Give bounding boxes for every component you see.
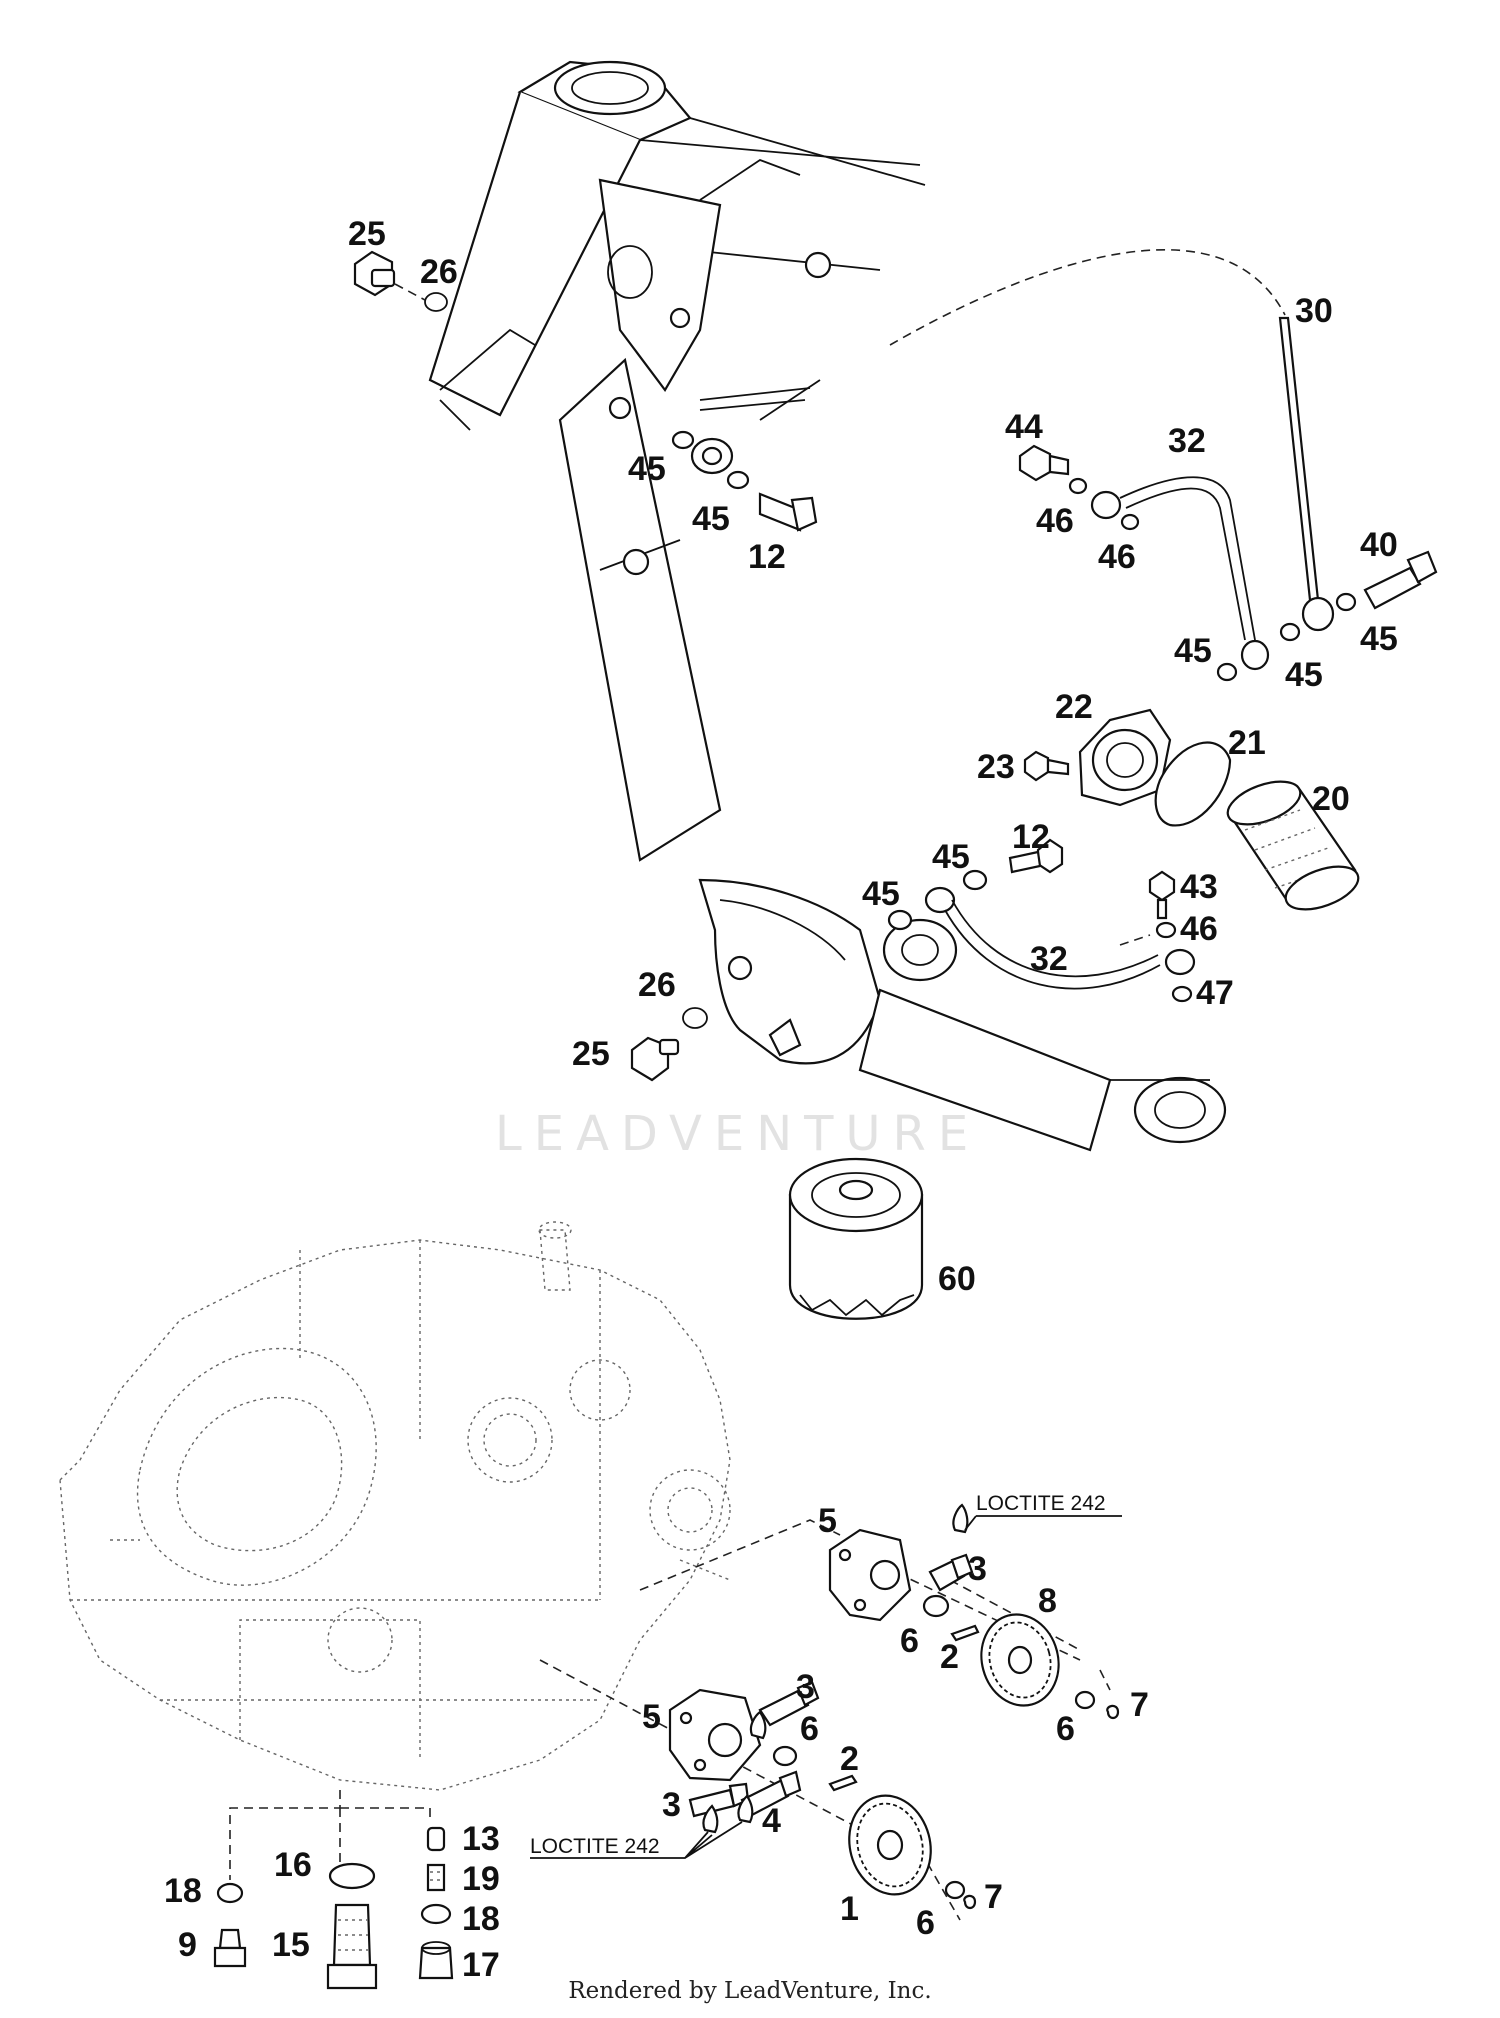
callout-43: 43 [1180,868,1218,906]
callout-46-lower: 46 [1180,910,1218,948]
callout-18-left: 18 [164,1872,202,1910]
callout-22: 22 [1055,688,1093,726]
callout-17: 17 [462,1946,500,1984]
callout-26-top: 26 [420,253,458,291]
callout-2-upper: 2 [940,1638,959,1676]
callout-46-upper-a: 46 [1036,502,1074,540]
callout-16: 16 [274,1846,312,1884]
upper-gear [980,1613,1060,1707]
callout-13: 13 [462,1820,500,1858]
watermark: LEADVENTURE [495,1106,980,1162]
callout-5-lower: 5 [642,1698,661,1736]
callout-numbers: 25 26 45 45 12 30 44 32 46 46 40 45 45 4… [164,215,1398,1984]
callout-25-lower: 25 [572,1035,610,1073]
callout-1: 1 [840,1890,859,1928]
callout-30: 30 [1295,292,1333,330]
lower-gear [848,1794,932,1896]
oil-filter-group [630,708,1360,1320]
callout-44: 44 [1005,408,1043,446]
callout-45-lower-b: 45 [862,875,900,913]
callout-21: 21 [1228,724,1266,762]
callout-7-upper: 7 [1130,1686,1149,1724]
callout-26-lower: 26 [638,966,676,1004]
frame [428,60,1227,1152]
frame-fittings [353,249,1438,682]
callout-45-line-c: 45 [1285,656,1323,694]
callout-8: 8 [1038,1582,1057,1620]
callout-20: 20 [1312,780,1350,818]
callout-32-lower: 32 [1030,940,1068,978]
callout-4: 4 [762,1802,781,1840]
callout-6-lower-a: 6 [800,1710,819,1748]
callout-7-lower: 7 [984,1878,1003,1916]
callout-6-lower-b: 6 [916,1904,935,1942]
callout-5-upper: 5 [818,1502,837,1540]
callout-18-right: 18 [462,1900,500,1938]
drain-parts [213,1826,454,1990]
callout-2-lower: 2 [840,1740,859,1778]
callout-25-top: 25 [348,215,386,253]
callout-12-lower: 12 [1012,818,1050,856]
crankcase [59,1221,731,1791]
callout-40: 40 [1360,526,1398,564]
oil-pumps [229,1503,1120,1921]
callout-45-lower-a: 45 [932,838,970,876]
loctite-note-lower: LOCTITE 242 [530,1835,660,1858]
callout-32-upper: 32 [1168,422,1206,460]
callout-3-upper: 3 [968,1550,987,1588]
callout-23: 23 [977,748,1015,786]
callout-3-lower-a: 3 [796,1668,815,1706]
callout-6-upper-b: 6 [1056,1710,1075,1748]
callout-45-line-b: 45 [1174,632,1212,670]
callout-6-upper-a: 6 [900,1622,919,1660]
callout-9: 9 [178,1926,197,1964]
callout-15: 15 [272,1926,310,1964]
callout-19: 19 [462,1860,500,1898]
callout-46-upper-b: 46 [1098,538,1136,576]
callout-12-head: 12 [748,538,786,576]
footer-credit: Rendered by LeadVenture, Inc. [568,1978,932,2004]
callout-60: 60 [938,1260,976,1298]
callout-45-head-a: 45 [628,450,666,488]
loctite-note-upper: LOCTITE 242 [976,1492,1106,1515]
callout-45-head-b: 45 [692,500,730,538]
callout-45-line-a: 45 [1360,620,1398,658]
callout-3-lower-b: 3 [662,1786,681,1824]
callout-47: 47 [1196,974,1234,1012]
